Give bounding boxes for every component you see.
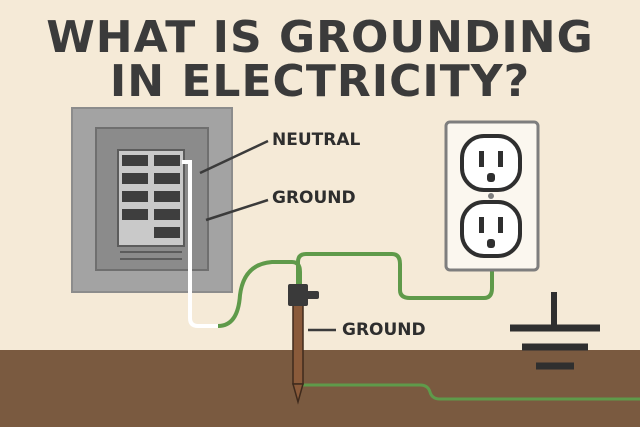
label-ground-panel: GROUND bbox=[272, 188, 356, 208]
ground-clamp bbox=[288, 284, 308, 306]
underground-wire bbox=[300, 383, 640, 401]
leader-lines bbox=[199, 139, 336, 332]
title-line-1: WHAT IS GROUNDING bbox=[46, 12, 594, 63]
panel-vent-lines bbox=[120, 251, 182, 260]
label-ground-rod: GROUND bbox=[342, 320, 426, 340]
ground-rod bbox=[288, 284, 319, 405]
label-neutral: NEUTRAL bbox=[272, 130, 361, 150]
outlet-screw bbox=[488, 193, 494, 199]
wall-outlet bbox=[444, 120, 540, 272]
neutral-wire bbox=[182, 160, 218, 328]
ground-wire-outlet bbox=[296, 252, 494, 300]
outlet-socket-bottom bbox=[460, 200, 522, 258]
title-line-2: IN ELECTRICITY? bbox=[109, 56, 531, 107]
ground-symbol-icon bbox=[510, 292, 600, 370]
outlet-socket-top bbox=[460, 134, 522, 192]
breakers bbox=[122, 155, 180, 238]
electrical-panel bbox=[71, 107, 233, 293]
soil-ground bbox=[0, 350, 640, 427]
